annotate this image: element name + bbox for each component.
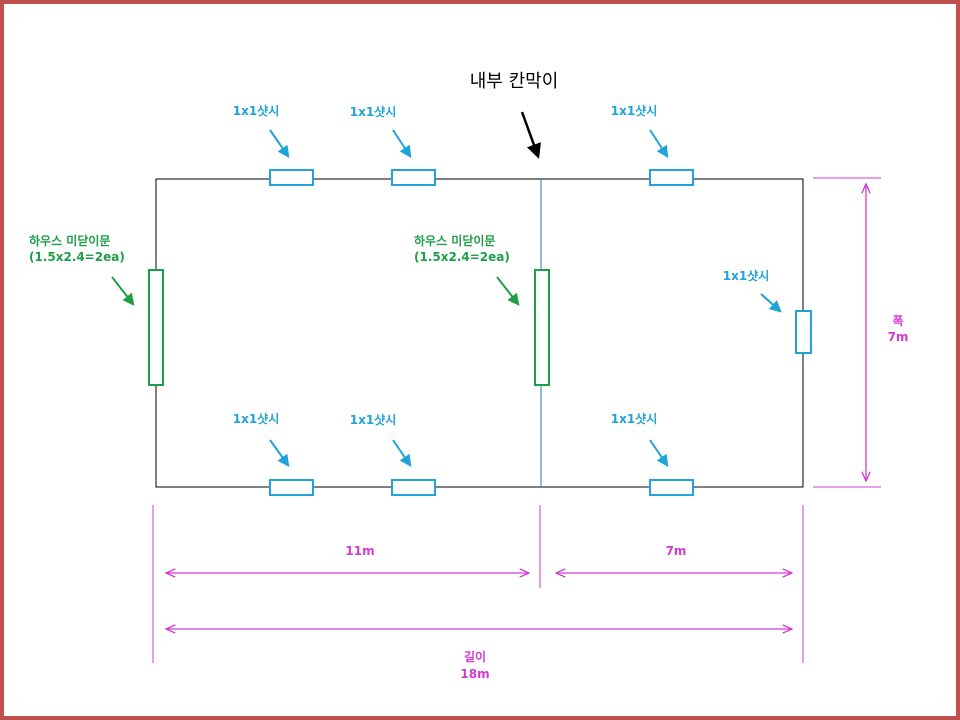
sash-window-bottom-1 bbox=[269, 479, 314, 496]
total-length-label: 길이 bbox=[464, 649, 486, 664]
sash-window-right bbox=[795, 310, 812, 354]
door-arrow-middle bbox=[496, 276, 520, 306]
sash-arrow-right bbox=[760, 293, 782, 313]
door-label-middle-line2: (1.5x2.4=2ea) bbox=[414, 250, 510, 264]
sliding-door-middle bbox=[534, 269, 550, 386]
sash-arrow-top-2 bbox=[392, 129, 412, 159]
sash-arrow-bottom-1 bbox=[269, 439, 290, 467]
sash-label-bottom-3: 1x1샷시 bbox=[611, 411, 658, 426]
sash-arrow-top-3 bbox=[649, 129, 669, 159]
sash-label-right: 1x1샷시 bbox=[723, 268, 770, 283]
sash-window-top-1 bbox=[269, 169, 314, 186]
width-value: 7m bbox=[888, 330, 909, 344]
sash-arrow-bottom-3 bbox=[649, 439, 669, 467]
sliding-door-left bbox=[148, 269, 164, 386]
door-arrow-left bbox=[111, 276, 135, 306]
sash-window-top-3 bbox=[649, 169, 694, 186]
door-label-left-line2: (1.5x2.4=2ea) bbox=[29, 250, 125, 264]
sash-label-bottom-1: 1x1샷시 bbox=[233, 411, 280, 426]
sash-label-top-3: 1x1샷시 bbox=[611, 103, 658, 118]
partition-title: 내부 칸막이 bbox=[470, 71, 559, 92]
sash-window-top-2 bbox=[391, 169, 436, 186]
total-length-value: 18m bbox=[460, 667, 489, 681]
sash-window-bottom-3 bbox=[649, 479, 694, 496]
building-outline bbox=[155, 178, 804, 488]
sash-label-top-2: 1x1샷시 bbox=[350, 104, 397, 119]
sash-label-top-1: 1x1샷시 bbox=[233, 103, 280, 118]
length-left-label: 11m bbox=[345, 544, 374, 558]
partition-pointer-arrow bbox=[520, 111, 541, 159]
width-label: 폭 bbox=[892, 314, 903, 328]
sash-window-bottom-2 bbox=[391, 479, 436, 496]
sash-arrow-top-1 bbox=[269, 129, 290, 158]
sash-arrow-bottom-2 bbox=[392, 439, 412, 467]
length-right-label: 7m bbox=[666, 544, 687, 558]
door-label-left-line1: 하우스 미닫이문 bbox=[29, 233, 110, 248]
door-label-middle-line1: 하우스 미닫이문 bbox=[414, 233, 495, 248]
sash-label-bottom-2: 1x1샷시 bbox=[350, 412, 397, 427]
